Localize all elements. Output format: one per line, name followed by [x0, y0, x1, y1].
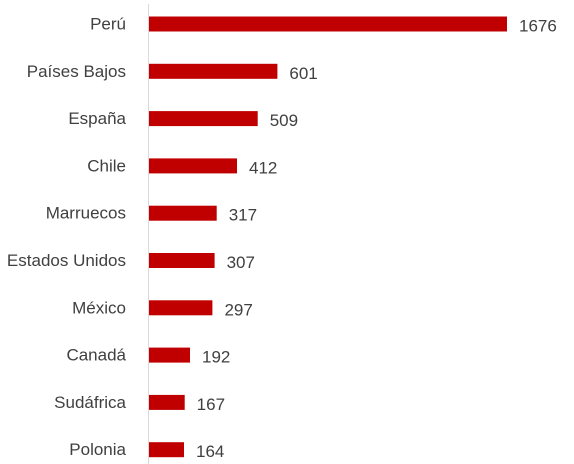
data-label: 601 [289, 64, 317, 83]
category-label: Marruecos [46, 204, 126, 223]
data-label: 412 [249, 158, 277, 177]
data-label: 509 [270, 111, 298, 130]
bar [149, 394, 185, 410]
data-label: 297 [224, 300, 252, 319]
data-label: 167 [197, 395, 225, 414]
data-label: 164 [196, 442, 224, 461]
bars [149, 16, 507, 458]
category-label: Polonia [69, 440, 126, 459]
bar [149, 205, 217, 221]
bar [149, 253, 215, 268]
data-labels: 1676 601 509 412 317 307 297 192 167 164 [196, 17, 557, 462]
data-label: 1676 [519, 17, 557, 36]
data-label: 317 [229, 206, 257, 225]
category-label: Estados Unidos [7, 251, 126, 270]
category-label: Sudáfrica [54, 393, 126, 412]
bar [149, 63, 278, 79]
category-label: Países Bajos [27, 62, 126, 81]
category-label: Chile [87, 156, 126, 175]
data-label: 307 [227, 253, 255, 272]
category-label: Perú [90, 15, 126, 34]
category-label: Canadá [66, 346, 126, 365]
bar [149, 158, 237, 174]
bar [149, 16, 507, 32]
data-label: 192 [202, 348, 230, 367]
category-label: España [68, 109, 126, 128]
bar [149, 111, 258, 127]
bar [149, 347, 190, 363]
category-label: México [72, 298, 126, 317]
bar [149, 300, 213, 316]
bar [149, 442, 184, 458]
